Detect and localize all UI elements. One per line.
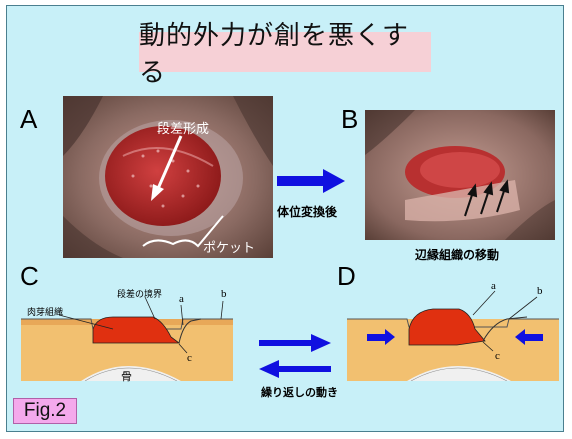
c-label-a: a [179, 293, 184, 305]
c-label-c: c [187, 352, 192, 364]
repeat-arrows [259, 334, 331, 378]
step-boundary-label: 段差の境界 [117, 287, 162, 300]
edge-tissue-label: 辺縁組織の移動 [415, 246, 499, 263]
slide: 動的外力が創を悪くする A [6, 5, 564, 432]
panel-b-letter: B [341, 104, 358, 135]
c-label-b: b [221, 288, 227, 300]
d-label-a: a [491, 280, 496, 292]
title-box: 動的外力が創を悪くする [139, 32, 431, 72]
transition-label: 体位変換後 [277, 203, 337, 220]
panel-a-photo: 段差形成 ポケット [63, 96, 273, 258]
step-formation-label: 段差形成 [157, 118, 209, 137]
wound-photo-b [365, 110, 555, 240]
panel-b-photo [365, 110, 555, 240]
diagram-d [347, 289, 559, 381]
transition-arrow [277, 169, 345, 193]
bone-label: 骨 [121, 368, 132, 384]
panel-c-letter: C [20, 261, 39, 292]
panel-a-letter: A [20, 104, 37, 135]
slide-title: 動的外力が創を悪くする [139, 15, 431, 89]
d-label-c: c [495, 350, 500, 362]
repeat-motion-label: 繰り返しの動き [261, 384, 338, 400]
pocket-label: ポケット [203, 237, 255, 256]
figure-label: Fig.2 [13, 398, 77, 424]
d-label-b: b [537, 285, 543, 297]
panel-d-letter: D [337, 261, 356, 292]
granulation-label: 肉芽組織 [27, 305, 63, 318]
